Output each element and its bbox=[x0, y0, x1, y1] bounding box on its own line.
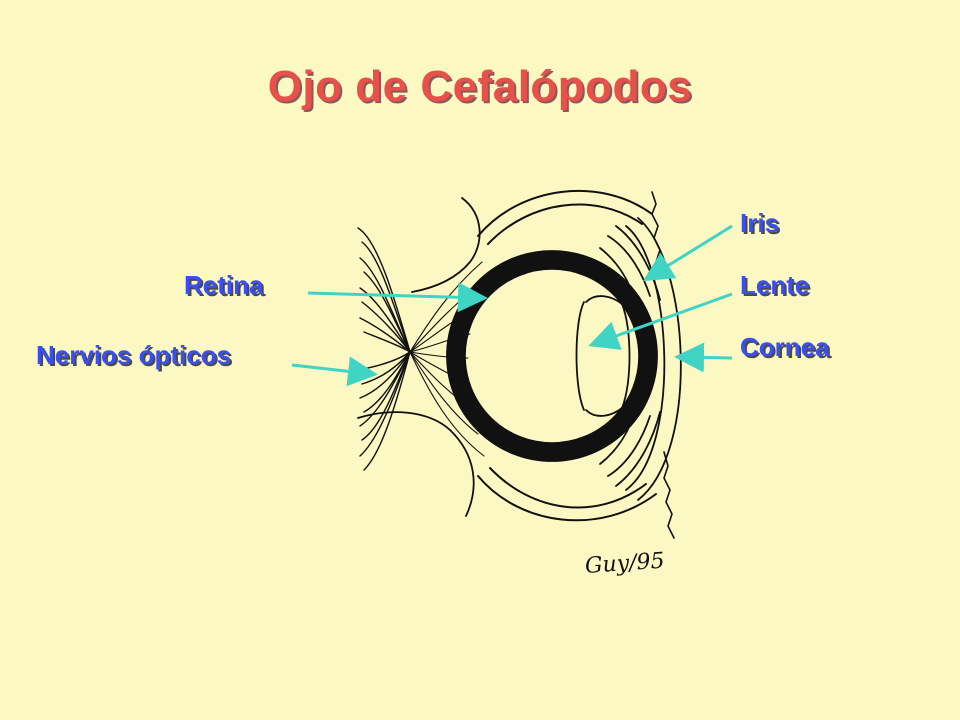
label-iris: Iris bbox=[740, 208, 780, 238]
label-lente: Lente bbox=[740, 270, 810, 300]
skin-fold bbox=[651, 191, 675, 539]
arrow-nervios bbox=[291, 356, 378, 387]
page-title: Ojo de Cefalópodos bbox=[267, 62, 693, 111]
label-retina: Retina bbox=[184, 270, 264, 300]
arrow-iris bbox=[642, 224, 733, 282]
label-cornea: Cornea bbox=[740, 332, 830, 362]
lens bbox=[575, 295, 631, 417]
signature: Guy/95 bbox=[584, 549, 665, 579]
head-outline bbox=[357, 197, 481, 517]
eye-capsule bbox=[477, 189, 657, 522]
retina-band bbox=[446, 250, 658, 462]
arrow-retina bbox=[307, 282, 488, 313]
arrow-lente bbox=[588, 292, 733, 350]
eye-drawing bbox=[357, 189, 682, 539]
label-nervios-opticos: Nervios ópticos bbox=[36, 340, 232, 370]
optic-nerve-fibers bbox=[357, 227, 411, 471]
arrow-cornea bbox=[674, 342, 733, 373]
pointer-arrows bbox=[291, 224, 733, 387]
